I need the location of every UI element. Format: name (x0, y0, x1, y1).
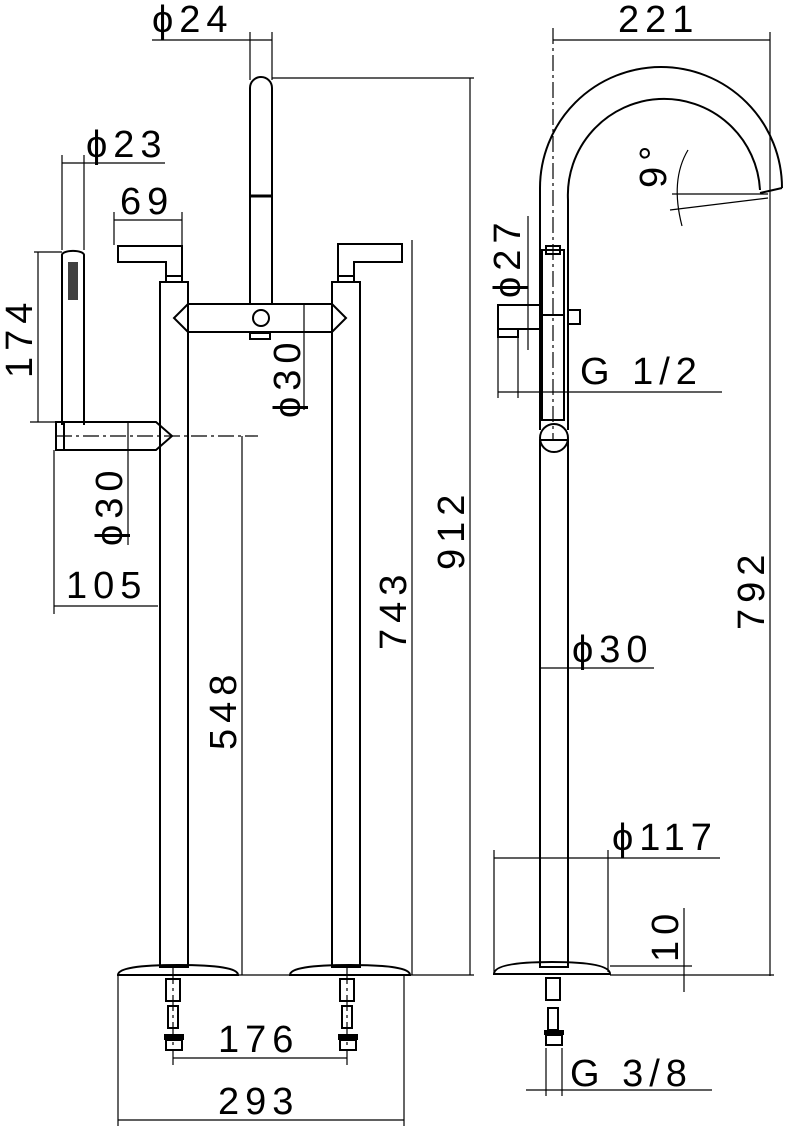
right-column (331, 281, 361, 968)
hand-shower-holder (55, 421, 174, 451)
dim-diverter-diameter: ϕ27 (487, 216, 529, 298)
dim-spout-body-diameter: ϕ30 (267, 336, 309, 418)
left-supply-fitting (164, 978, 184, 1051)
diverter-knob (567, 309, 581, 325)
hand-shower-connector (497, 304, 543, 330)
dim-base-diameter: ϕ117 (612, 817, 718, 859)
shower-pipe (249, 76, 273, 303)
right-supply-fitting (338, 978, 358, 1051)
bridge-body (172, 303, 348, 333)
dim-hand-shower-length: 174 (0, 297, 41, 378)
dim-hand-shower-offset: 105 (66, 565, 147, 607)
right-base-plate (288, 963, 412, 976)
dim-supply-connection: G 3/8 (570, 1053, 693, 1095)
dim-hand-shower-diameter: ϕ23 (86, 124, 168, 166)
left-lever-handle (117, 245, 183, 277)
hand-shower (61, 249, 85, 425)
dim-holder-diameter: ϕ30 (89, 464, 131, 546)
dim-column-diameter: ϕ30 (572, 629, 654, 671)
left-column (159, 281, 189, 968)
side-supply-fitting (544, 977, 564, 1046)
dim-base-width: 293 (218, 1081, 299, 1123)
left-lever-stem (165, 275, 183, 283)
left-base-plate (116, 963, 240, 976)
column-joint (539, 423, 569, 453)
dim-lines-side (493, 32, 774, 1096)
dim-spout-angle: 9° (633, 140, 675, 188)
side-column (539, 439, 569, 968)
dim-shower-pipe-diameter: ϕ24 (152, 0, 234, 41)
spout-outer (539, 66, 783, 430)
dim-spout-height: 743 (373, 569, 415, 650)
dim-holder-height: 548 (203, 669, 245, 750)
dim-center-distance: 176 (218, 1019, 299, 1061)
dim-lines-front (30, 32, 474, 1126)
right-lever-stem (337, 275, 355, 283)
dim-hand-shower-connection: G 1/2 (580, 351, 703, 393)
pipe-joint (252, 309, 270, 327)
dim-side-spout-height: 792 (731, 549, 773, 630)
dim-base-thickness: 10 (645, 908, 687, 962)
dim-spout-reach: 221 (618, 0, 699, 41)
dim-lever-length: 69 (120, 181, 174, 223)
right-lever-handle (337, 243, 403, 277)
spout-inner (566, 97, 761, 430)
side-view: 221 9° ϕ27 G 1/2 ϕ30 792 ϕ117 10 G 3/8 (487, 0, 783, 1096)
dim-total-height: 912 (431, 489, 473, 570)
front-view: ϕ24 ϕ23 69 174 ϕ30 ϕ30 105 548 743 912 1… (0, 0, 474, 1126)
hand-shower-spray-face (68, 262, 78, 300)
